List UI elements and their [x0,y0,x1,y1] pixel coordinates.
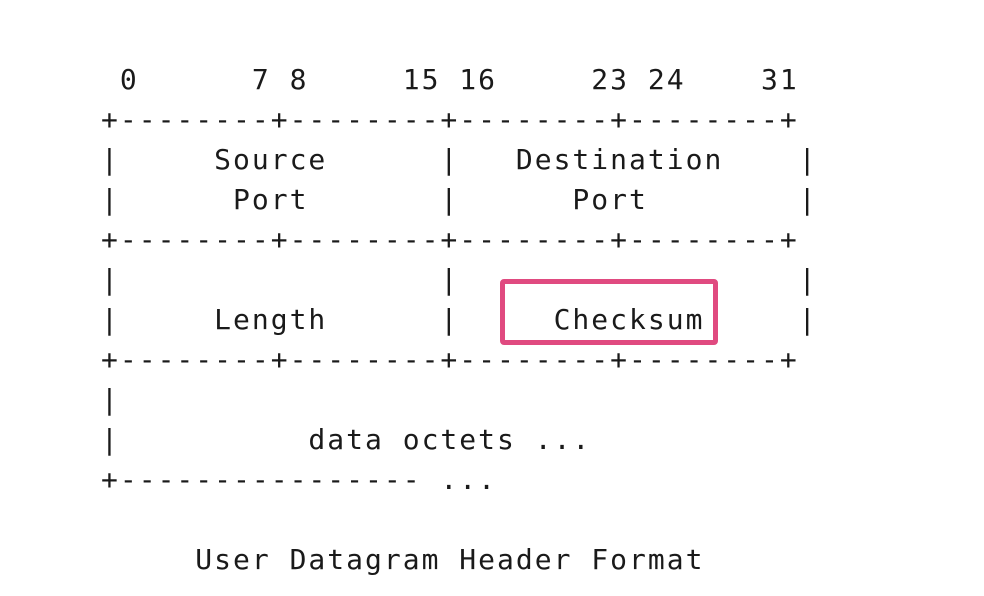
border-bottom: +---------------- ... [101,463,498,496]
bit-position-ruler: 0 7 8 15 16 23 24 31 [101,63,799,96]
border-top: +--------+--------+--------+--------+ [101,103,799,136]
data-octets-row-2: | data octets ... [101,423,592,456]
diagram-caption: User Datagram Header Format [101,543,705,576]
length-checksum-row-1: | | | [101,263,818,296]
border-middle-1: +--------+--------+--------+--------+ [101,223,799,256]
length-checksum-row-2: | Length | Checksum | [101,303,818,336]
data-octets-row-1: | [101,383,120,416]
source-destination-port-row-1: | Source | Destination | [101,143,818,176]
border-middle-2: +--------+--------+--------+--------+ [101,343,799,376]
spacer-line [101,500,818,540]
source-destination-port-row-2: | Port | Port | [101,183,818,216]
udp-header-diagram: 0 7 8 15 16 23 24 31 +--------+--------+-… [101,60,818,580]
